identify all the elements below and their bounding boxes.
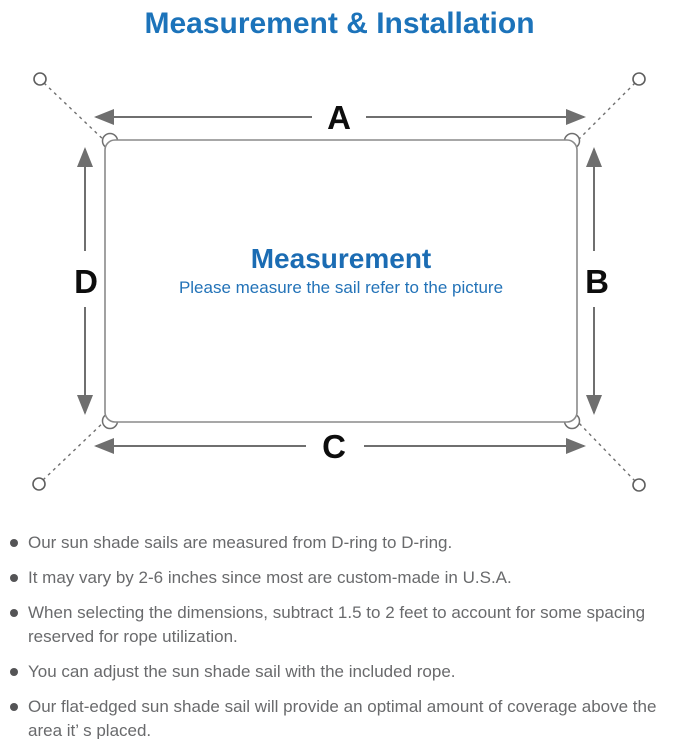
anchor-ring-icon-top-left [33, 72, 47, 86]
bullet-icon [10, 609, 18, 617]
side-label-d: D [74, 263, 98, 300]
side-label-b: B [585, 263, 609, 300]
rope-dashed-line-top-left [43, 82, 108, 144]
bullet-icon [10, 668, 18, 676]
measurement-notes-list: Our sun shade sails are measured from D-… [0, 531, 679, 739]
diagram-center-subtitle: Please measure the sail refer to the pic… [179, 278, 503, 297]
anchor-ring-icon-bottom-left [32, 477, 46, 491]
anchor-ring-icon-bottom-right [632, 478, 646, 492]
list-item: You can adjust the sun shade sail with t… [10, 660, 673, 684]
list-item: Our sun shade sails are measured from D-… [10, 531, 673, 555]
rope-dashed-line-top-right [574, 82, 636, 144]
page-title: Measurement & Installation [144, 7, 535, 40]
bullet-icon [10, 703, 18, 711]
note-text: Our sun shade sails are measured from D-… [28, 533, 453, 552]
list-item: It may vary by 2-6 inches since most are… [10, 566, 673, 590]
bullet-icon [10, 574, 18, 582]
note-text: When selecting the dimensions, subtract … [28, 603, 646, 646]
note-text: Our flat-edged sun shade sail will provi… [28, 697, 657, 739]
note-text: You can adjust the sun shade sail with t… [28, 662, 456, 681]
side-label-c: C [322, 428, 346, 465]
rope-dashed-line-bottom-left [42, 418, 108, 481]
note-text: It may vary by 2-6 inches since most are… [28, 568, 512, 587]
diagram-center-title: Measurement [251, 243, 432, 274]
sail-measurement-diagram: A C D B Measurement Please measure the s… [32, 72, 646, 492]
bullet-icon [10, 539, 18, 547]
anchor-ring-icon-top-right [632, 72, 646, 86]
list-item: When selecting the dimensions, subtract … [10, 601, 673, 649]
list-item: Our flat-edged sun shade sail will provi… [10, 695, 673, 739]
sail-outline [104, 139, 578, 423]
side-label-a: A [327, 99, 351, 136]
rope-dashed-line-bottom-right [574, 418, 636, 482]
